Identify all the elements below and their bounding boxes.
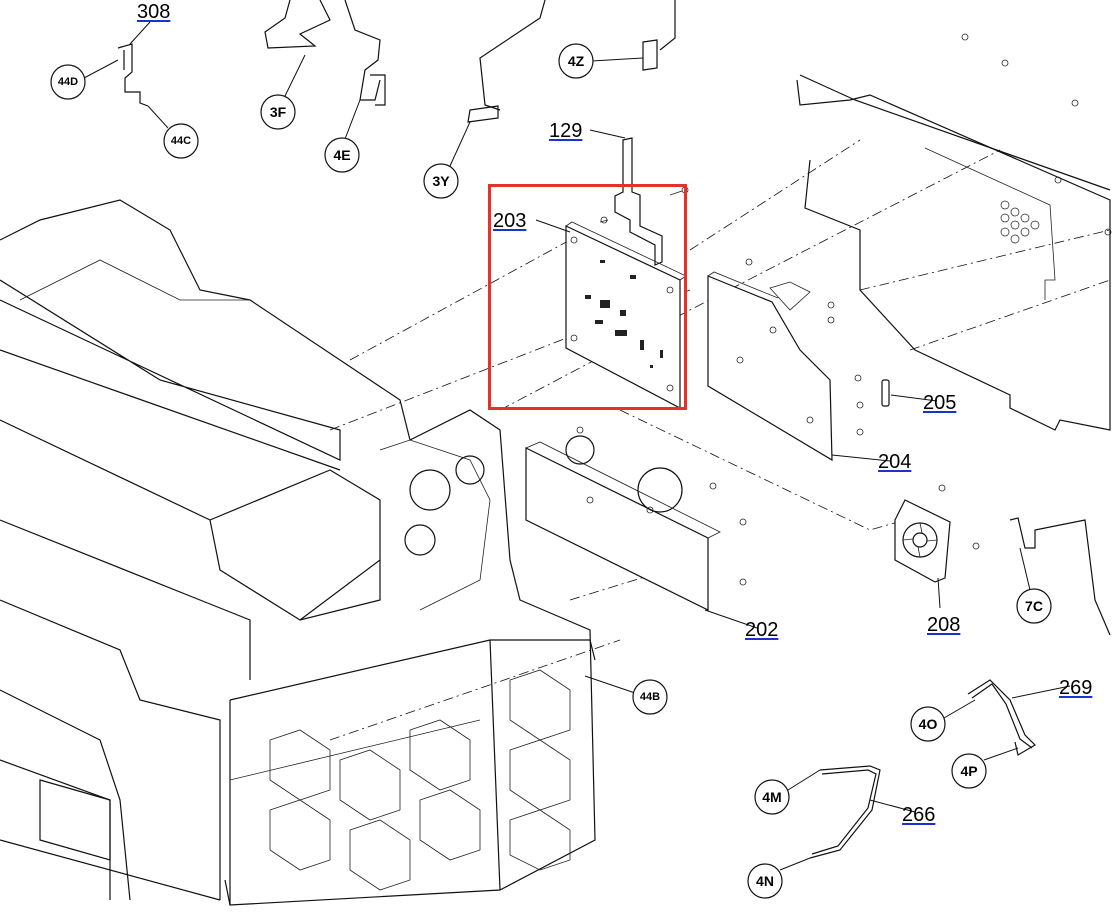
leader-lines	[83, 21, 1071, 871]
svg-text:3F: 3F	[270, 104, 287, 120]
svg-text:4E: 4E	[333, 147, 350, 163]
callout-4m: 4M	[754, 779, 790, 815]
svg-text:4N: 4N	[756, 873, 774, 889]
svg-text:44C: 44C	[171, 135, 191, 147]
harness-266	[809, 765, 881, 859]
svg-text:4P: 4P	[960, 763, 977, 779]
part-link-204[interactable]: 204	[878, 451, 912, 473]
svg-text:44B: 44B	[640, 691, 660, 703]
callout-4z: 4Z	[558, 43, 594, 79]
callout-7c: 7C	[1016, 588, 1052, 624]
svg-text:44D: 44D	[58, 76, 78, 88]
part-link-269[interactable]: 269	[1059, 677, 1093, 699]
callout-4p: 4P	[951, 753, 987, 789]
fuse-205	[881, 379, 890, 407]
svg-text:4M: 4M	[762, 789, 781, 805]
callout-4n: 4N	[747, 863, 783, 899]
printer-main-unit	[0, 199, 596, 906]
svg-text:4O: 4O	[919, 716, 938, 732]
svg-text:3Y: 3Y	[432, 173, 450, 189]
callout-44d: 44D	[50, 64, 86, 100]
svg-text:7C: 7C	[1025, 598, 1043, 614]
screws	[576, 33, 1112, 586]
callout-4o: 4O	[910, 706, 946, 742]
callout-44b: 44B	[632, 679, 668, 715]
part-link-129[interactable]: 129	[549, 120, 583, 142]
harness-269	[967, 679, 1036, 756]
cable-44c-44d	[117, 43, 149, 107]
part-link-208[interactable]: 208	[927, 614, 961, 636]
part-link-308[interactable]: 308	[137, 1, 171, 23]
callout-44c: 44C	[163, 123, 199, 159]
highlight-box-part-203	[488, 184, 687, 410]
callout-4e: 4E	[324, 137, 360, 173]
cable-3y-4z	[467, 0, 676, 123]
fan-208	[894, 499, 951, 583]
board-204	[707, 271, 833, 462]
cable-3f	[264, 0, 331, 49]
callout-3y: 3Y	[423, 163, 459, 199]
cable-7c	[1009, 517, 1111, 636]
part-link-203[interactable]: 203	[493, 210, 527, 232]
board-202	[525, 435, 721, 611]
callout-3f: 3F	[260, 94, 296, 130]
part-link-202[interactable]: 202	[745, 619, 779, 641]
cable-4e	[344, 0, 386, 106]
shield-cover-plate	[796, 74, 1111, 431]
svg-text:4Z: 4Z	[568, 53, 585, 69]
assembly-guide-lines	[329, 139, 1111, 741]
part-link-266[interactable]: 266	[902, 804, 936, 826]
part-link-205[interactable]: 205	[923, 392, 957, 414]
